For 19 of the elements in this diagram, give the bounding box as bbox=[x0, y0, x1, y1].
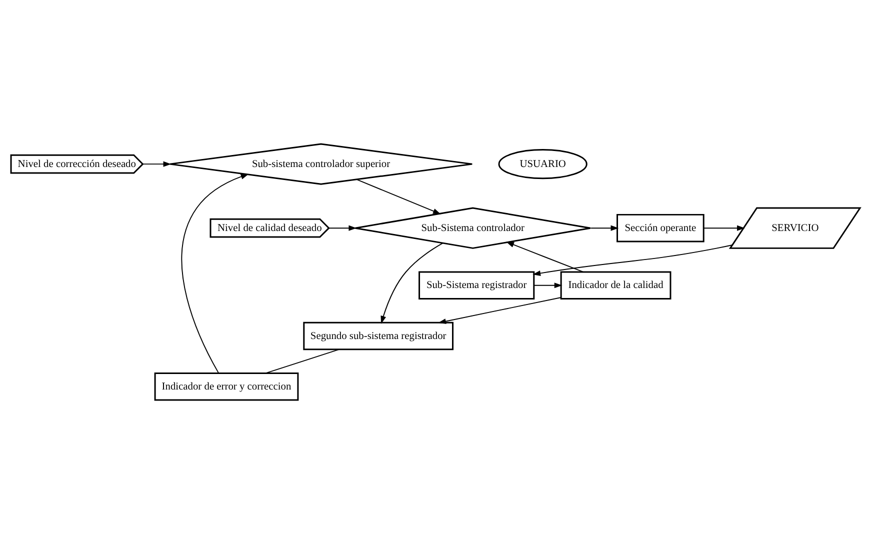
arrow bbox=[356, 178, 441, 214]
node-box: Indicador de la calidad bbox=[560, 270, 672, 300]
connector bbox=[265, 348, 340, 374]
node-ellipse: USUARIO bbox=[498, 148, 588, 179]
arrow bbox=[328, 224, 357, 230]
arrow bbox=[533, 282, 562, 288]
arrow bbox=[142, 160, 172, 166]
node-diamond: Sub-sistema controlador superior bbox=[169, 142, 473, 184]
node-box: Segundo sub-sistema registrador bbox=[303, 321, 454, 350]
node-box: Sub-Sistema registrador bbox=[418, 270, 535, 300]
arrow bbox=[181, 173, 249, 374]
arrow bbox=[506, 241, 584, 272]
arrow bbox=[438, 296, 562, 324]
node-box: Sección operante bbox=[616, 213, 704, 242]
arrow bbox=[703, 224, 745, 230]
arrow bbox=[532, 244, 733, 276]
arrow bbox=[380, 242, 444, 324]
node-box: Indicador de error y correccion bbox=[154, 372, 299, 400]
arrow bbox=[590, 224, 619, 230]
